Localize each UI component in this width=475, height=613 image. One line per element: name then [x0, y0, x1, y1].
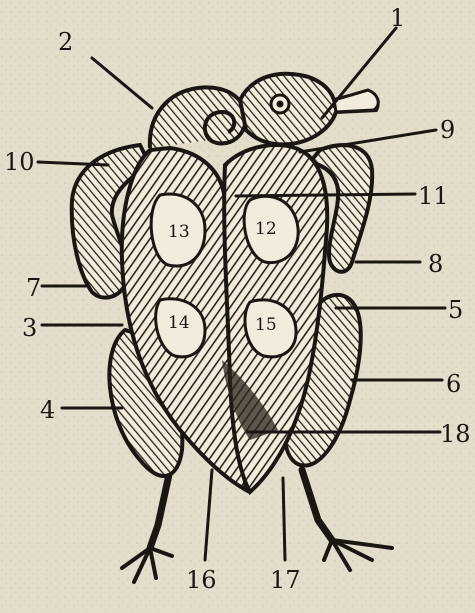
label-2: 2 [58, 28, 73, 56]
label-8: 8 [428, 250, 443, 278]
label-1: 1 [390, 4, 405, 32]
label-7: 7 [26, 274, 41, 302]
label-6: 6 [446, 370, 461, 398]
label-16: 16 [186, 566, 217, 594]
label-11: 11 [418, 182, 449, 210]
leader-17 [283, 478, 285, 560]
label-4: 4 [40, 396, 55, 424]
label-15: 15 [255, 315, 277, 335]
label-13: 13 [168, 222, 190, 242]
label-5: 5 [448, 296, 463, 324]
label-10: 10 [4, 148, 35, 176]
label-9: 9 [440, 116, 455, 144]
leader-11 [236, 194, 415, 196]
label-3: 3 [22, 314, 37, 342]
label-18: 18 [440, 420, 471, 448]
label-17: 17 [270, 566, 301, 594]
label-14: 14 [168, 313, 190, 333]
label-12: 12 [255, 219, 277, 239]
